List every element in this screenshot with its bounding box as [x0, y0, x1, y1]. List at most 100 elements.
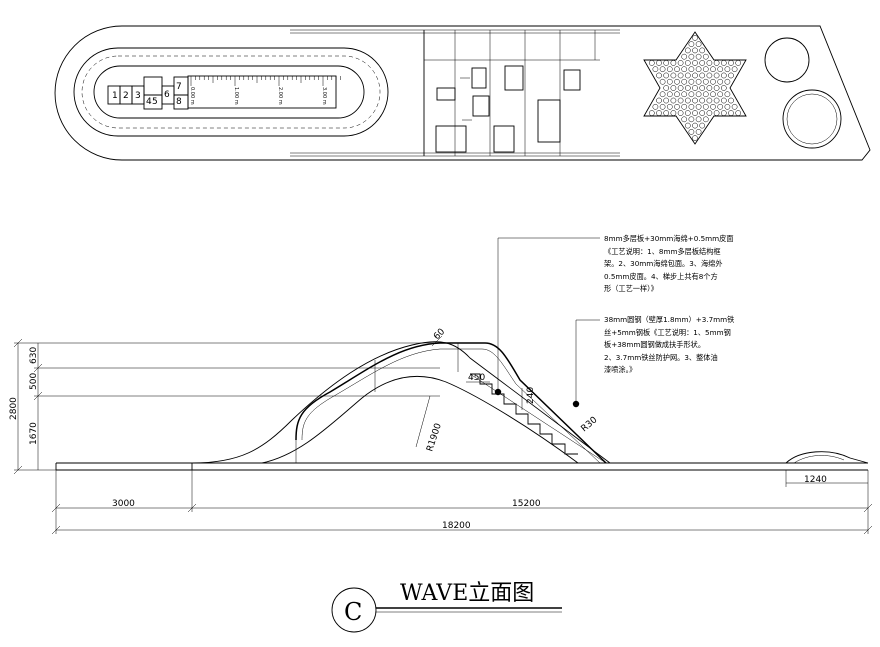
handrail [295, 342, 607, 464]
star-hole [706, 60, 713, 66]
star-hole [717, 78, 724, 85]
plan-circle-large [782, 89, 842, 149]
star-hole [681, 78, 688, 85]
dim-3000: 3000 [112, 499, 135, 509]
star-hole [695, 78, 702, 85]
star-hole [702, 53, 709, 60]
star-hole [674, 66, 680, 73]
ruler-label-2: 2.00 m [277, 87, 283, 105]
hop-number-5: 5 [152, 97, 158, 107]
star-hole [670, 85, 677, 91]
section-mark-circle [331, 587, 377, 633]
star-hole [648, 110, 655, 116]
star-hole [681, 103, 688, 110]
hop-number-1: 1 [112, 91, 118, 101]
stepping-panels [423, 30, 600, 156]
star-hole [670, 97, 677, 104]
callout-note-plywood: 8mm多层板+30mm海绵+0.5mm皮面 《工艺说明：1、8mm多层板结构框 … [604, 234, 734, 293]
star-hole [720, 85, 727, 91]
star-hole [710, 78, 716, 85]
star-hole [735, 60, 742, 66]
star-hole [699, 60, 706, 66]
star-hole [666, 103, 673, 110]
track-outer [73, 47, 389, 137]
star-hole [677, 97, 684, 104]
star-hole [695, 41, 702, 48]
section-mark-letter: C [344, 598, 362, 626]
star-hole [684, 85, 691, 91]
measuring-ruler: 0.00 m 1.00 m 2.00 m 3.00 m [187, 75, 341, 109]
star-outline [643, 31, 747, 145]
star-hole [663, 60, 670, 66]
ruler-label-3: 3.00 m [321, 87, 327, 105]
dim-500: 500 [29, 373, 39, 390]
star-hole [728, 97, 734, 104]
hop-number-8: 8 [176, 97, 182, 107]
star-hole [699, 110, 706, 116]
dim-15200: 15200 [512, 499, 541, 509]
star-hole [720, 60, 727, 66]
star-hole [695, 53, 702, 60]
star-hole [699, 97, 706, 104]
star-hole [670, 72, 677, 79]
star-hole [692, 35, 698, 41]
star-hole [677, 85, 684, 91]
star-hole [656, 60, 662, 66]
star-hole [724, 66, 731, 73]
star-hole [684, 97, 691, 104]
star-hole [670, 60, 677, 66]
star-hole [699, 72, 706, 79]
star-hole [684, 110, 691, 116]
dim-630: 630 [29, 347, 39, 364]
star-hole [677, 110, 684, 116]
hopscotch-numbers: 1 2 3 4 5 6 7 8 [112, 82, 182, 107]
track-dashed-lane [81, 55, 381, 129]
dim-r30: R30 [580, 415, 600, 434]
star-hole [652, 66, 659, 73]
star-hole [728, 60, 734, 66]
wave-underside [261, 375, 579, 464]
star-hole [688, 41, 695, 48]
star-hole [713, 72, 720, 79]
plan-view: 1 2 3 4 5 6 7 8 0.00 m 1.00 m 2.00 m 3.0… [54, 25, 871, 161]
star-hole [681, 66, 688, 73]
star-hole [728, 72, 734, 79]
star-hole [695, 128, 702, 135]
star-holes-panel [643, 31, 747, 145]
star-hole [688, 78, 695, 85]
star-hole [681, 53, 688, 60]
dim-1240: 1240 [804, 475, 827, 485]
star-hole [692, 110, 698, 116]
dim-240: 240 [526, 387, 536, 404]
star-hole [713, 110, 720, 116]
star-hole [695, 66, 702, 73]
star-hole [663, 85, 670, 91]
plan-outline [54, 25, 871, 161]
star-hole [713, 60, 720, 66]
dim-2800: 2800 [9, 397, 19, 420]
ruler-label-1: 1.00 m [233, 87, 239, 105]
star-hole [702, 116, 709, 123]
star-hole [724, 78, 731, 85]
star-hole [692, 97, 698, 104]
dim-r1900: R1900 [425, 422, 444, 453]
plan-circle-small [764, 37, 810, 83]
star-hole [695, 103, 702, 110]
star-hole [713, 85, 720, 91]
star-hole [699, 85, 706, 91]
star-hole [656, 72, 662, 79]
hop-number-4: 4 [146, 97, 152, 107]
right-mound [785, 451, 869, 464]
star-hole [681, 91, 688, 98]
star-hole [648, 60, 655, 66]
star-hole [674, 78, 680, 85]
star-hole [702, 78, 709, 85]
star-hole [666, 66, 673, 73]
star-hole [720, 97, 727, 104]
track-inner [93, 65, 365, 119]
title-block: C WAVE立面图 [331, 581, 562, 633]
star-hole [659, 78, 666, 85]
callout-note-handrail: 38mm圆钢（壁厚1.8mm）+3.7mm铁 丝+5mm钢板《工艺说明：1、5m… [604, 315, 735, 374]
drawing-title: WAVE立面图 [400, 581, 534, 606]
wave-surface [191, 341, 611, 464]
